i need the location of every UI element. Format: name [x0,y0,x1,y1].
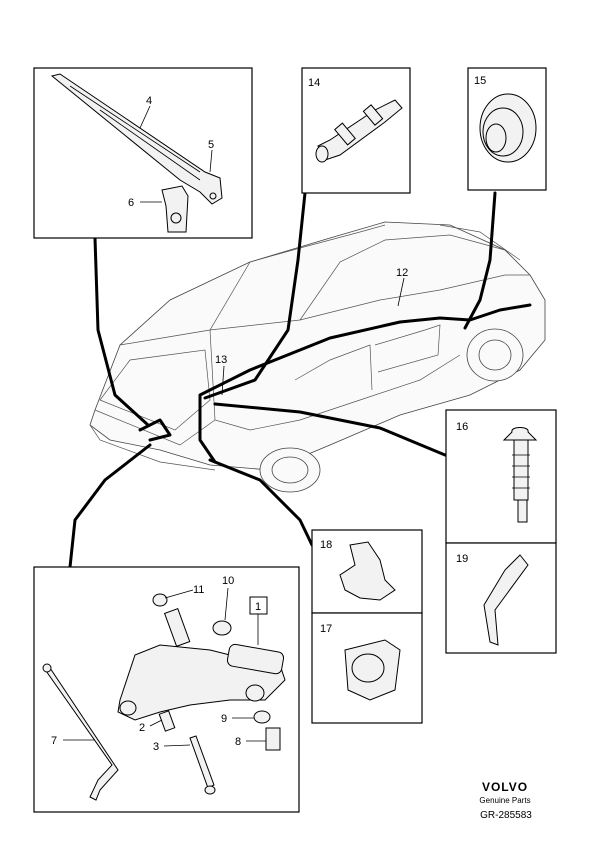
link-rod [189,735,215,789]
cover-19-box: 19 [445,542,557,654]
callout-10: 10 [222,575,234,587]
callout-13: 13 [215,354,227,366]
wiper-motor-box: 1 11 10 2 3 7 8 9 [33,566,300,813]
clip-18-box: 18 [311,529,423,614]
callout-3: 3 [153,741,159,753]
callout-6: 6 [128,197,134,209]
wiper-arm-box: 4 5 6 [33,67,253,239]
callout-9: 9 [221,713,227,725]
callout-5: 5 [208,139,214,151]
grommet-box: 15 [467,67,547,191]
callout-2: 2 [139,722,145,734]
washer [253,710,271,724]
callout-11: 11 [193,584,204,596]
callout-18: 18 [320,539,332,551]
shaft-arm [43,667,119,801]
connector-box: 14 [301,67,411,194]
callout-1: 1 [255,601,261,613]
grommet-plug [502,427,538,441]
callout-19: 19 [456,553,468,565]
screw [265,727,281,751]
callout-4: 4 [146,95,152,107]
callout-16: 16 [456,421,468,433]
wiper-arm [50,73,223,205]
retaining-clip [339,541,396,601]
callout-8: 8 [235,736,241,748]
car-illustration [89,221,546,493]
callout-17: 17 [320,623,332,635]
callout-15: 15 [474,75,486,87]
brand-logo: VOLVO [481,780,529,794]
brand-subtitle: Genuine Parts [479,796,531,805]
bush [158,710,176,732]
diagram-reference: GR-285583 [480,810,532,821]
callout-14: 14 [308,77,320,89]
wiper-bracket [161,185,189,233]
plug-panel [445,409,557,544]
cover-strip [483,554,529,646]
wiring-harness [68,191,532,569]
cover-panel [445,542,557,654]
wiper-arm-panel [33,67,253,239]
clip-17-box: 17 [311,612,423,724]
callout-12: 12 [396,267,408,279]
grommet-16-box: 16 [445,409,557,544]
callout-7: 7 [51,735,57,747]
